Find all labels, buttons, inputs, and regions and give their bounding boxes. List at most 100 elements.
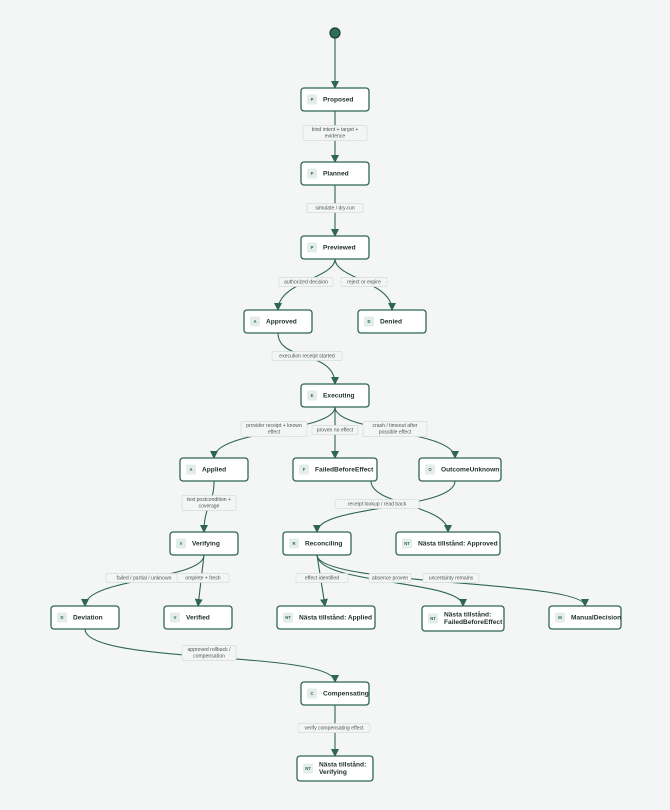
transition-label-text: effect [268,429,281,435]
state-name: Verifying [319,769,347,776]
transition-label-box [334,499,420,509]
transition-label-box [368,573,412,583]
state-box [357,309,427,334]
transition-label-text: reject or expire [347,279,381,285]
state-name: Nästa tillstånd: Applied [299,613,372,621]
state-badge-text: D [367,319,370,324]
state-badge-text: NT [404,541,410,546]
state-badge-text: V [180,541,183,546]
state-badge-text: V [174,615,177,620]
state-badge [299,464,309,475]
transition-label-text: verify compensating effect [304,725,364,731]
state-name: Previewed [323,244,356,251]
state-badge-text: NT [430,616,436,621]
state-node-next-approved[interactable]: NT Nästa tillstånd: Approved [395,531,501,556]
state-name: Applied [202,466,226,473]
state-box [300,87,370,112]
state-name: Planned [323,170,349,177]
transition-label-box [181,495,237,511]
transition-label-text: omplete + fresh [185,575,220,581]
transition-label-box [422,573,480,583]
state-box [296,755,374,782]
transition-label: failed / partial / unknown [105,573,183,583]
transition-label-box [302,125,368,141]
state-badge-text: O [428,467,432,472]
transition-label: omplete + fresh [176,573,230,583]
transition-label-box [176,573,230,583]
transition-label: authorized decision [278,277,334,287]
state-name: Denied [380,318,402,325]
state-name: Nästa tillstånd: Approved [418,539,498,547]
state-box [292,457,378,482]
state-badge-text: NT [305,766,311,771]
state-node-outcomeunknown[interactable]: O OutcomeUnknown [418,457,502,482]
transition-label: approved rollback /compensation [181,645,237,661]
transition-label-text: approved rollback / [187,647,231,653]
state-node-failedbeforeeffect[interactable]: F FailedBeforeEffect [292,457,378,482]
state-badge [555,612,565,623]
state-badge [289,538,299,549]
state-name: FailedBeforeEffect [315,466,374,473]
transition-label-text: execution receipt started [279,353,335,359]
transition-label: absence proven [368,573,412,583]
state-box [169,531,239,556]
state-box [300,681,370,706]
transition-label-text: absence proven [372,575,408,581]
state-badge-text: E [311,393,314,398]
state-name: Verifying [192,540,220,547]
transition-label-box [295,573,349,583]
state-badge-text: A [253,319,256,324]
state-node-verifying[interactable]: V Verifying [169,531,239,556]
transition-label: simulate / dry-run [306,203,364,213]
state-name: Approved [266,318,297,325]
state-name: Nästa tillstånd: [444,610,491,618]
transition-label-box [311,425,359,435]
state-box [421,605,505,632]
transition-label-text: possible effect [379,429,412,435]
state-badge-text: NT [285,615,291,620]
state-box [300,161,370,186]
transition-label-text: receipt lookup / read back [348,501,407,507]
state-node-next-failed[interactable]: NT Nästa tillstånd:FailedBeforeEffect [421,605,505,632]
state-name: FailedBeforeEffect [444,619,503,626]
transition-label-text: provider receipt + known [246,423,302,429]
state-badge [176,538,186,549]
state-box [548,605,622,630]
transition-label-box [297,723,371,733]
transition-label-text: evidence [325,133,346,139]
state-badge [186,464,196,475]
state-badge-text: P [311,171,314,176]
state-node-next-verifying[interactable]: NT Nästa tillstånd:Verifying [296,755,374,782]
state-node-planned[interactable]: P Planned [300,161,370,186]
state-node-next-applied[interactable]: NT Nästa tillstånd: Applied [276,605,376,630]
state-badge-text: A [189,467,192,472]
transition-label-text: test postcondition + [187,497,231,503]
transition-label-text: proven no effect [317,427,354,433]
state-badge [307,688,317,699]
state-name: Proposed [323,96,353,103]
state-badge [307,390,317,401]
state-name: ManualDecision [571,614,621,621]
state-badge-text: F [303,467,306,472]
transition-label-text: authorized decision [284,279,328,285]
transition-label: execution receipt started [271,351,343,361]
state-name: OutcomeUnknown [441,466,499,473]
state-node-applied[interactable]: A Applied [179,457,249,482]
state-badge [57,612,67,623]
state-name: Nästa tillstånd: [319,760,366,768]
transition-label: uncertainty remains [422,573,480,583]
state-node-approved[interactable]: A Approved [243,309,313,334]
state-node-denied[interactable]: D Denied [357,309,427,334]
state-box [179,457,249,482]
state-box [282,531,352,556]
